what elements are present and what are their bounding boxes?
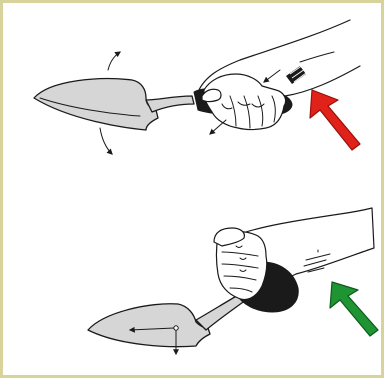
illustration-frame: [0, 0, 384, 378]
trowel-grip-illustration: [0, 0, 384, 378]
